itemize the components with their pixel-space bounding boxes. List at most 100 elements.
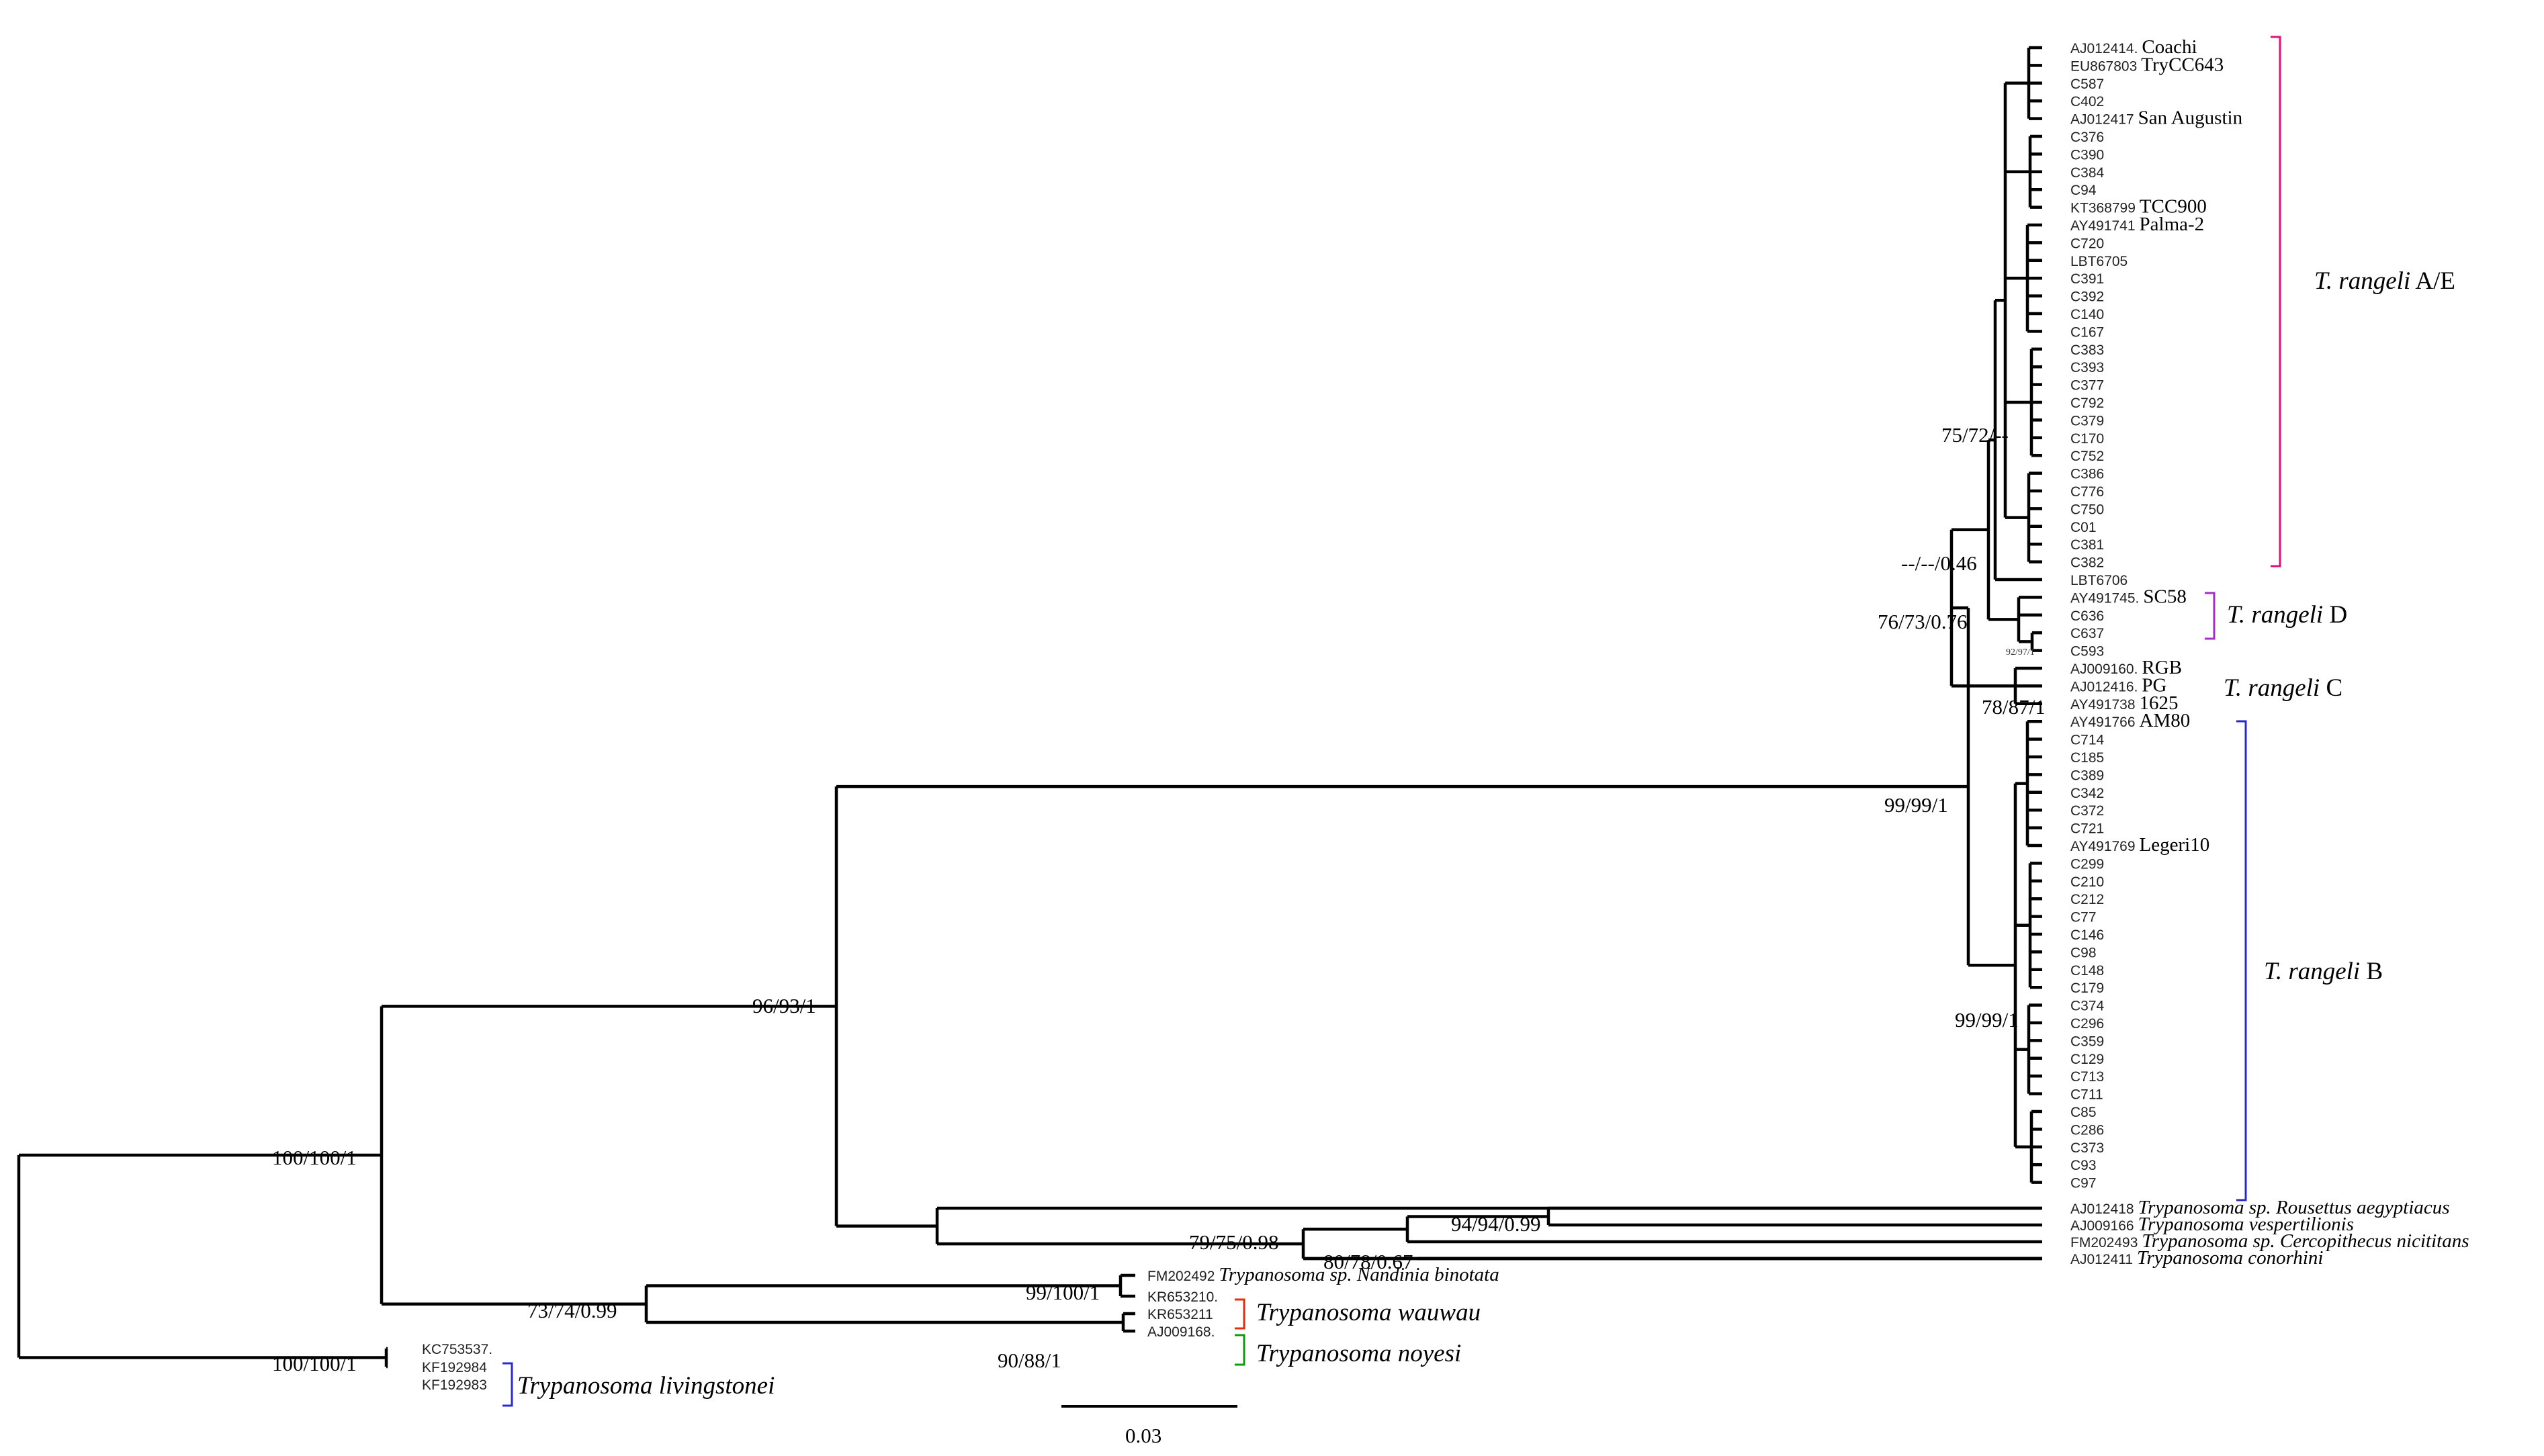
leaf-label: AJ012416.PG [2070,674,2167,696]
clade-label-b: T. rangeli B [2264,958,2383,985]
leaf-label: C85 [2070,1105,2097,1120]
clade-bracket [2236,720,2247,1201]
leaf-accession: C381 [2070,537,2104,553]
leaf-accession: C94 [2070,183,2097,198]
leaf-accession: C93 [2070,1158,2097,1173]
scale-bar-label: 0.03 [1125,1424,1161,1447]
leaf-label: C97 [2070,1176,2097,1191]
leaf-accession: C382 [2070,555,2104,571]
support-value: 94/94/0.99 [1451,1212,1540,1236]
leaf-label: C714 [2070,733,2105,748]
leaf-accession: C296 [2070,1016,2104,1032]
leaf-accession: C379 [2070,413,2104,428]
leaf-accession: C97 [2070,1176,2097,1191]
support-value: 100/100/1 [272,1352,357,1375]
leaf-accession: C393 [2070,360,2104,375]
leaf-label: C140 [2070,307,2104,322]
leaf-label: C637 [2070,626,2104,641]
support-values: 100/100/1 96/93/1 99/99/1 76/73/0.76 --/… [272,423,2046,1375]
leaf-accession: C286 [2070,1122,2104,1138]
leaf-label: C792 [2070,396,2104,411]
leaf-accession: AJ009168. [1147,1324,1215,1340]
leaf-accession: AY491745. [2070,590,2139,606]
leaf-label: C129 [2070,1052,2104,1067]
leaf-strain: Trypanosoma sp. Nandinia binotata [1219,1264,1499,1285]
leaf-strain: TryCC643 [2141,54,2224,75]
leaf-label: AJ012414.Coachi [2070,36,2197,58]
leaf-strain: TCC900 [2140,196,2207,218]
leaf-accession: C376 [2070,130,2104,145]
leaf-strain: Trypanosoma vespertilionis [2138,1214,2354,1235]
leaf-accession: C373 [2070,1140,2104,1156]
leaf-label: C77 [2070,910,2097,925]
leaf-accession: LBT6705 [2070,254,2128,269]
leaf-accession: C384 [2070,165,2105,181]
leaf-label: C167 [2070,324,2104,340]
leaf-label: C392 [2070,289,2104,305]
leaf-label: C373 [2070,1140,2104,1156]
leaf-label: C381 [2070,537,2104,553]
leaf-strain: Trypanosoma conorhini [2137,1247,2323,1269]
leaf-accession: C372 [2070,803,2104,819]
leaf-accession: KC753537. [422,1342,492,1357]
leaf-strain: SC58 [2143,586,2186,607]
support-value: 79/75/0.98 [1189,1230,1278,1254]
leaf-accession: C359 [2070,1034,2104,1049]
support-value: 80/78/0.67 [1323,1250,1413,1273]
leaf-label: C386 [2070,467,2104,482]
leaf-strain: Palma-2 [2140,214,2205,235]
leaf-accession: KF192984 [422,1360,487,1375]
leaf-label: C377 [2070,378,2104,394]
leaf-accession: C792 [2070,396,2104,411]
leaf-accession: C85 [2070,1105,2097,1120]
leaf-accession: C148 [2070,963,2104,979]
leaf-accession: C721 [2070,821,2104,837]
leaf-accession: C374 [2070,999,2105,1014]
leaf-label: AJ009160.RGB [2070,657,2182,678]
leaf-accession: C776 [2070,484,2104,500]
leaf-accession: C637 [2070,626,2104,641]
leaf-label: KR653211 [1147,1307,1213,1322]
clade-label-c: T. rangeli C [2224,674,2342,702]
leaf-strain: Trypanosoma sp. Cercopithecus nicititans [2142,1230,2469,1252]
leaf-strain: 1625 [2140,692,2179,714]
leaf-label: LBT6706 [2070,573,2128,588]
leaf-label: C383 [2070,343,2104,358]
leaf-label: C376 [2070,130,2104,145]
leaf-label: C170 [2070,431,2104,447]
clade-label-noyesi: Trypanosoma noyesi [1256,1340,1461,1367]
leaf-label: AY491745.SC58 [2070,586,2187,607]
leaf-label: C374 [2070,999,2105,1014]
leaf-accession: C170 [2070,431,2104,447]
clade-label-livingstonei: Trypanosoma livingstonei [517,1372,775,1400]
leaf-accession: AY491741 [2070,218,2136,234]
leaf-label: C146 [2070,927,2104,943]
leaf-accession: C750 [2070,502,2104,517]
leaf-label: C593 [2070,644,2104,659]
support-value: 99/99/1 [1884,793,1948,817]
leaf-accession: KR653211 [1147,1307,1213,1322]
leaf-accession: C390 [2070,147,2104,163]
leaf-label: C750 [2070,502,2104,517]
leaf-accession: C377 [2070,378,2104,394]
leaf-accession: C714 [2070,733,2105,748]
leaf-label: C393 [2070,360,2104,375]
leaf-accession: C299 [2070,856,2104,872]
support-value: 73/74/0.99 [527,1299,617,1322]
leaf-label: C752 [2070,449,2104,464]
leaf-label: C384 [2070,165,2105,181]
leaf-accession: AY491766 [2070,715,2136,730]
clade-bracket [1235,1334,1245,1366]
leaf-accession: C391 [2070,271,2104,287]
leaf-label: C390 [2070,147,2104,163]
support-value: 78/87/1 [1982,695,2046,719]
leaf-accession: C713 [2070,1069,2104,1085]
support-value: 76/73/0.76 [1878,610,1967,633]
leaf-accession: FM202493 [2070,1235,2138,1250]
